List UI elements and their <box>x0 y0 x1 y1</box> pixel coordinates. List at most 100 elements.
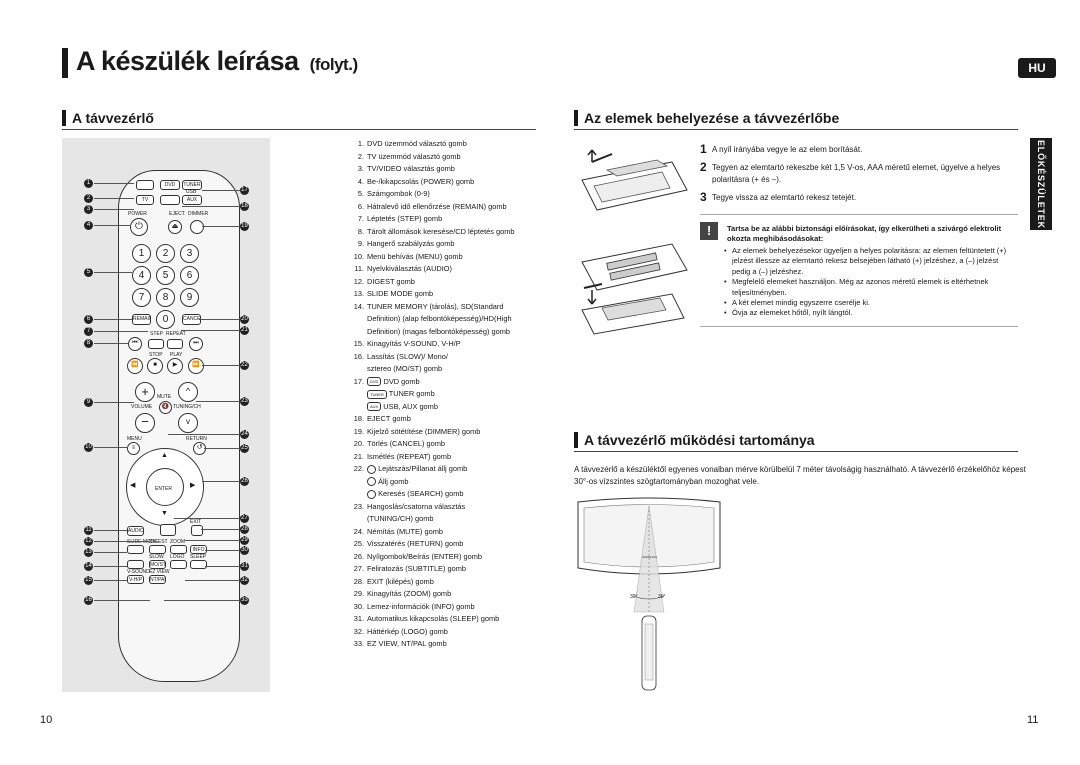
legend-text: Automatikus kikapcsolás (SLEEP) gomb <box>367 614 500 623</box>
legend-text: Kijelző sötétítése (DIMMER) gomb <box>367 426 481 436</box>
legend-number: 31. <box>353 614 364 623</box>
callout-19: 19 <box>240 222 249 231</box>
remote-label-usb: USB <box>186 189 197 195</box>
caution-list: Az elemek behelyezésekor ügyeljen a hely… <box>724 246 1018 319</box>
callout-11: 11 <box>84 526 93 535</box>
channel-up-icon: ^ <box>178 382 198 402</box>
volume-up-icon: + <box>135 382 155 402</box>
remote-key-0: 0 <box>156 310 175 329</box>
angle-label-left: 30° <box>630 594 638 600</box>
legend-number: 24. <box>353 526 364 536</box>
legend-text: Állj gomb <box>378 476 409 486</box>
legend-number: 21. <box>353 451 364 461</box>
callout-line <box>94 209 134 210</box>
callout-25: 25 <box>240 444 249 453</box>
skip-forward-icon: ⏭ <box>189 337 203 351</box>
callout-line <box>94 198 134 199</box>
remote-label-power: POWER <box>128 211 147 217</box>
legend-number: 6. <box>357 201 364 211</box>
step-number: 2 <box>700 160 707 174</box>
remote-label-menu: MENU <box>127 436 142 442</box>
remote-label-sleep: SLEEP <box>190 554 207 560</box>
callout-line <box>94 580 127 581</box>
legend-text: Léptetés (STEP) gomb <box>367 214 443 223</box>
remote-key-9: 9 <box>180 288 199 307</box>
callout-2: 2 <box>84 194 93 203</box>
legend-item: 2.TV üzemmód választó gomb <box>342 151 542 164</box>
range-section-title: A távvezérlő működési tartománya <box>584 432 815 448</box>
legend-number: 19. <box>353 426 364 436</box>
legend-number: 15. <box>353 339 364 348</box>
callout-10: 10 <box>84 443 93 452</box>
chapter-tab <box>1030 138 1052 230</box>
legend-item: 8.Tárolt állomások keresése/CD léptetés … <box>342 226 542 239</box>
arrow-up-icon: ▲ <box>161 452 168 459</box>
callout-23: 23 <box>240 397 249 406</box>
callout-line <box>94 541 149 542</box>
legend-text: Kinagyítás (ZOOM) gomb <box>367 589 452 598</box>
remote-key-7: 7 <box>132 288 151 307</box>
callout-16: 16 <box>84 596 93 605</box>
legend-number: 26. <box>353 551 364 561</box>
callout-13: 13 <box>84 548 93 557</box>
callout-27: 27 <box>240 514 249 523</box>
remote-label-zoom: ZOOM <box>170 539 185 545</box>
legend-number: 11. <box>354 264 364 273</box>
callout-28: 28 <box>240 525 249 534</box>
callout-7: 7 <box>84 327 93 336</box>
remote-key-sleep <box>190 560 207 569</box>
legend-circle-icon <box>367 464 376 474</box>
callout-line <box>168 434 240 435</box>
legend-number: 8. <box>357 226 364 236</box>
remote-key-subtitle <box>160 524 176 536</box>
legend-text: Definition) (alap felbontóképesség)/HD(H… <box>367 314 512 323</box>
divider <box>700 326 1018 327</box>
legend-text: Menü behívás (MENU) gomb <box>367 251 463 261</box>
remote-key-dvd: DVD <box>160 180 180 190</box>
legend-item: 17.DVD DVD gomb <box>342 376 542 389</box>
legend-number: 12. <box>353 276 364 286</box>
legend-item: 25.Visszatérés (RETURN) gomb <box>342 538 542 551</box>
callout-29: 29 <box>240 536 249 545</box>
section-rule <box>574 451 1018 452</box>
legend-item: 6.Hátralevő idő ellenőrzése (REMAIN) gom… <box>342 201 542 214</box>
callout-line <box>94 272 132 273</box>
callout-line <box>94 331 148 332</box>
remote-label-exit: EXIT <box>190 519 202 525</box>
legend-text: Nyílgombok/Beírás (ENTER) gomb <box>367 551 482 561</box>
chapter-tab-label: ELŐKÉSZÜLETEK <box>1036 139 1046 229</box>
page-number-left: 10 <box>40 714 53 726</box>
legend-item: 9.Hangerő szabályzás gomb <box>342 238 542 251</box>
battery-section-title: Az elemek behelyezése a távvezérlőbe <box>584 110 840 126</box>
angle-label-right: 30° <box>658 594 666 600</box>
step-text: Tegyen az elemtartó rekeszbe két 1,5 V-o… <box>712 163 1001 184</box>
legend-text: Háttérkép (LOGO) gomb <box>367 626 448 636</box>
legend-text: EZ VIEW, NT/PAL gomb <box>367 639 447 648</box>
callout-line <box>94 530 127 531</box>
callout-3: 3 <box>84 205 93 214</box>
legend-number: 5. <box>357 189 364 198</box>
legend-number: 17. <box>353 376 364 386</box>
legend-item: 21.Ismétlés (REPEAT) gomb <box>342 451 542 464</box>
legend-item: 27.Feliratozás (SUBTITLE) gomb <box>342 563 542 576</box>
return-icon: ↺ <box>193 442 206 455</box>
callout-line <box>185 580 240 581</box>
remote-key-zoom <box>170 545 187 554</box>
legend-item: 33.EZ VIEW, NT/PAL gomb <box>342 638 542 651</box>
legend-text: DVD gomb <box>383 376 420 386</box>
remote-key-8: 8 <box>156 288 175 307</box>
legend-number: 9. <box>357 239 364 248</box>
callout-line <box>182 206 240 207</box>
legend-item: 13.SLIDE MODE gomb <box>342 288 542 301</box>
legend-text: SLIDE MODE gomb <box>367 289 434 298</box>
range-description: A távvezérlő a készüléktől egyenes vonal… <box>574 465 1026 486</box>
legend-item: 12.DIGEST gomb <box>342 276 542 289</box>
legend-item: TUNER TUNER gomb <box>342 388 542 401</box>
caution-item: Az elemek behelyezésekor ügyeljen a hely… <box>724 246 1018 277</box>
remote-label-repeat: REPEAT <box>166 331 186 337</box>
legend-text: sztereo (MO/ST) gomb <box>367 364 443 373</box>
legend-item: AUX USB, AUX gomb <box>342 401 542 414</box>
mute-icon: 🔇 <box>159 401 172 414</box>
play-pause-icon: ▶ <box>167 358 183 374</box>
